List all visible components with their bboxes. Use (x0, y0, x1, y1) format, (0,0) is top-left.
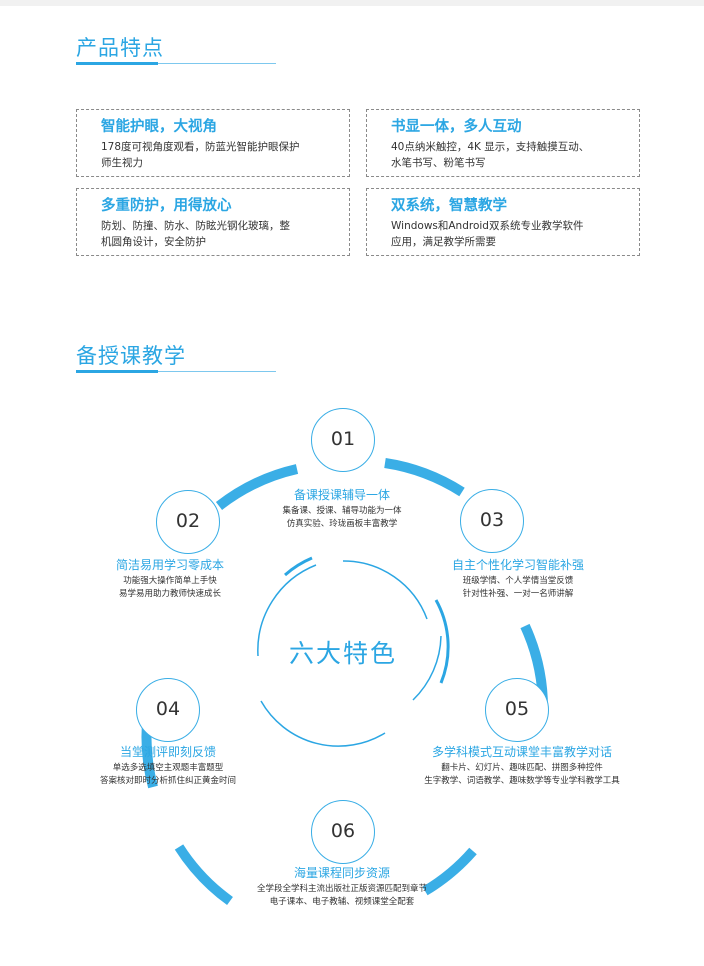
feature-item-04: 当堂测评即刻反馈 单选多选填空主观题丰富题型 答案核对即时分析抓住纠正黄金时间 (58, 744, 278, 788)
feature-desc-line: 机圆角设计，安全防护 (101, 235, 206, 248)
feature-item-05: 多学科模式互动课堂丰富教学对话 翻卡片、幻灯片、趣味匹配、拼图多种控件 生字教学… (406, 744, 638, 788)
feature-desc-line: 师生视力 (101, 156, 143, 169)
feature-number-03: 03 (460, 489, 524, 553)
six-features-diagram: 六大特色 01 02 03 04 05 06 备课授课辅导一体 集备课、授课、辅… (0, 400, 704, 966)
feature-item-desc: 集备课、授课、辅导功能为一体 (282, 506, 402, 516)
feature-item-title: 多学科模式互动课堂丰富教学对话 (431, 745, 612, 759)
feature-item-desc: 班级学情、个人学情当堂反馈 (462, 576, 574, 586)
feature-desc-line: Windows和Android双系统专业教学软件 (391, 220, 584, 232)
feature-item-desc: 翻卡片、幻灯片、趣味匹配、拼图多种控件 (441, 763, 603, 773)
ring-graphic (141, 458, 548, 906)
feature-card-desc: Windows和Android双系统专业教学软件 应用，满足教学所需要 (391, 219, 627, 250)
feature-number-04: 04 (136, 678, 200, 742)
feature-card-protection: 多重防护，用得放心 防划、防撞、防水、防眩光钢化玻璃，整 机圆角设计，安全防护 (76, 188, 350, 256)
feature-number-01: 01 (311, 408, 375, 472)
feature-card-desc: 防划、防撞、防水、防眩光钢化玻璃，整 机圆角设计，安全防护 (101, 219, 337, 250)
feature-item-desc: 单选多选填空主观题丰富题型 (112, 763, 224, 773)
features-title-underline (76, 62, 276, 65)
outer-ring-arc (215, 464, 299, 510)
outer-ring-arc (384, 458, 465, 497)
feature-card-desc: 178度可视角度观看，防蓝光智能护眼保护 师生视力 (101, 140, 337, 171)
inner-ring-arc (260, 700, 386, 747)
feature-desc-line: 防划、防撞、防水、防眩光钢化玻璃，整 (101, 220, 290, 232)
inner-ring-arc (342, 560, 428, 620)
feature-item-title: 海量课程同步资源 (293, 866, 390, 880)
teaching-section-title: 备授课教学 (76, 344, 186, 368)
feature-desc-line: 水笔书写、粉笔书写 (391, 156, 486, 169)
feature-number-06: 06 (311, 800, 375, 864)
outer-ring-arc (174, 844, 233, 906)
feature-card-title: 书显一体，多人互动 (391, 119, 522, 135)
feature-item-title: 备课授课辅导一体 (293, 488, 390, 502)
feature-item-desc: 仿真实验、玲珑画板丰富教学 (286, 519, 398, 529)
feature-item-desc: 生字教学、词语教学、趣味数学等专业学科教学工具 (424, 776, 620, 786)
feature-card-interaction: 书显一体，多人互动 40点纳米触控，4K 显示，支持触摸互动、 水笔书写、粉笔书… (366, 109, 640, 177)
feature-card-dual-system: 双系统，智慧教学 Windows和Android双系统专业教学软件 应用，满足教… (366, 188, 640, 256)
inner-ring-arc (434, 599, 450, 684)
feature-item-02: 简洁易用学习零成本 功能强大操作简单上手快 易学易用助力教师快速成长 (80, 557, 260, 601)
inner-ring-arc (412, 635, 442, 701)
feature-card-title: 多重防护，用得放心 (101, 198, 232, 214)
feature-card-title: 智能护眼，大视角 (101, 119, 217, 135)
outer-ring-arc (422, 847, 477, 896)
feature-desc-line: 应用，满足教学所需要 (391, 235, 496, 248)
feature-item-desc: 功能强大操作简单上手快 (123, 576, 217, 586)
feature-number-02: 02 (156, 490, 220, 554)
feature-item-desc: 针对性补强、一对一名师讲解 (462, 589, 574, 599)
center-label: 六大特色 (288, 639, 397, 668)
feature-number-05: 05 (485, 678, 549, 742)
feature-desc-line: 178度可视角度观看，防蓝光智能护眼保护 (101, 141, 300, 153)
feature-item-01: 备课授课辅导一体 集备课、授课、辅导功能为一体 仿真实验、玲珑画板丰富教学 (242, 487, 442, 531)
feature-item-06: 海量课程同步资源 全学段全学科主流出版社正版资源匹配到章节 电子课本、电子教辅、… (222, 865, 462, 909)
feature-item-desc: 全学段全学科主流出版社正版资源匹配到章节 (256, 884, 427, 894)
feature-card-eye-protection: 智能护眼，大视角 178度可视角度观看，防蓝光智能护眼保护 师生视力 (76, 109, 350, 177)
feature-item-desc: 答案核对即时分析抓住纠正黄金时间 (99, 776, 236, 786)
feature-item-title: 当堂测评即刻反馈 (119, 745, 216, 759)
feature-item-03: 自主个性化学习智能补强 班级学情、个人学情当堂反馈 针对性补强、一对一名师讲解 (418, 557, 618, 601)
top-bar (0, 0, 704, 6)
feature-item-title: 简洁易用学习零成本 (115, 558, 224, 572)
feature-item-desc: 电子课本、电子教辅、视频课堂全配套 (269, 897, 415, 907)
features-section-title: 产品特点 (76, 36, 164, 60)
feature-item-title: 自主个性化学习智能补强 (451, 558, 584, 572)
feature-item-desc: 易学易用助力教师快速成长 (118, 589, 221, 599)
feature-card-desc: 40点纳米触控，4K 显示，支持触摸互动、 水笔书写、粉笔书写 (391, 140, 627, 171)
inner-ring-arc (284, 556, 313, 577)
feature-card-title: 双系统，智慧教学 (391, 198, 507, 214)
feature-desc-line: 40点纳米触控，4K 显示，支持触摸互动、 (391, 141, 590, 153)
inner-ring-arc (257, 564, 317, 657)
teaching-title-underline (76, 370, 276, 373)
